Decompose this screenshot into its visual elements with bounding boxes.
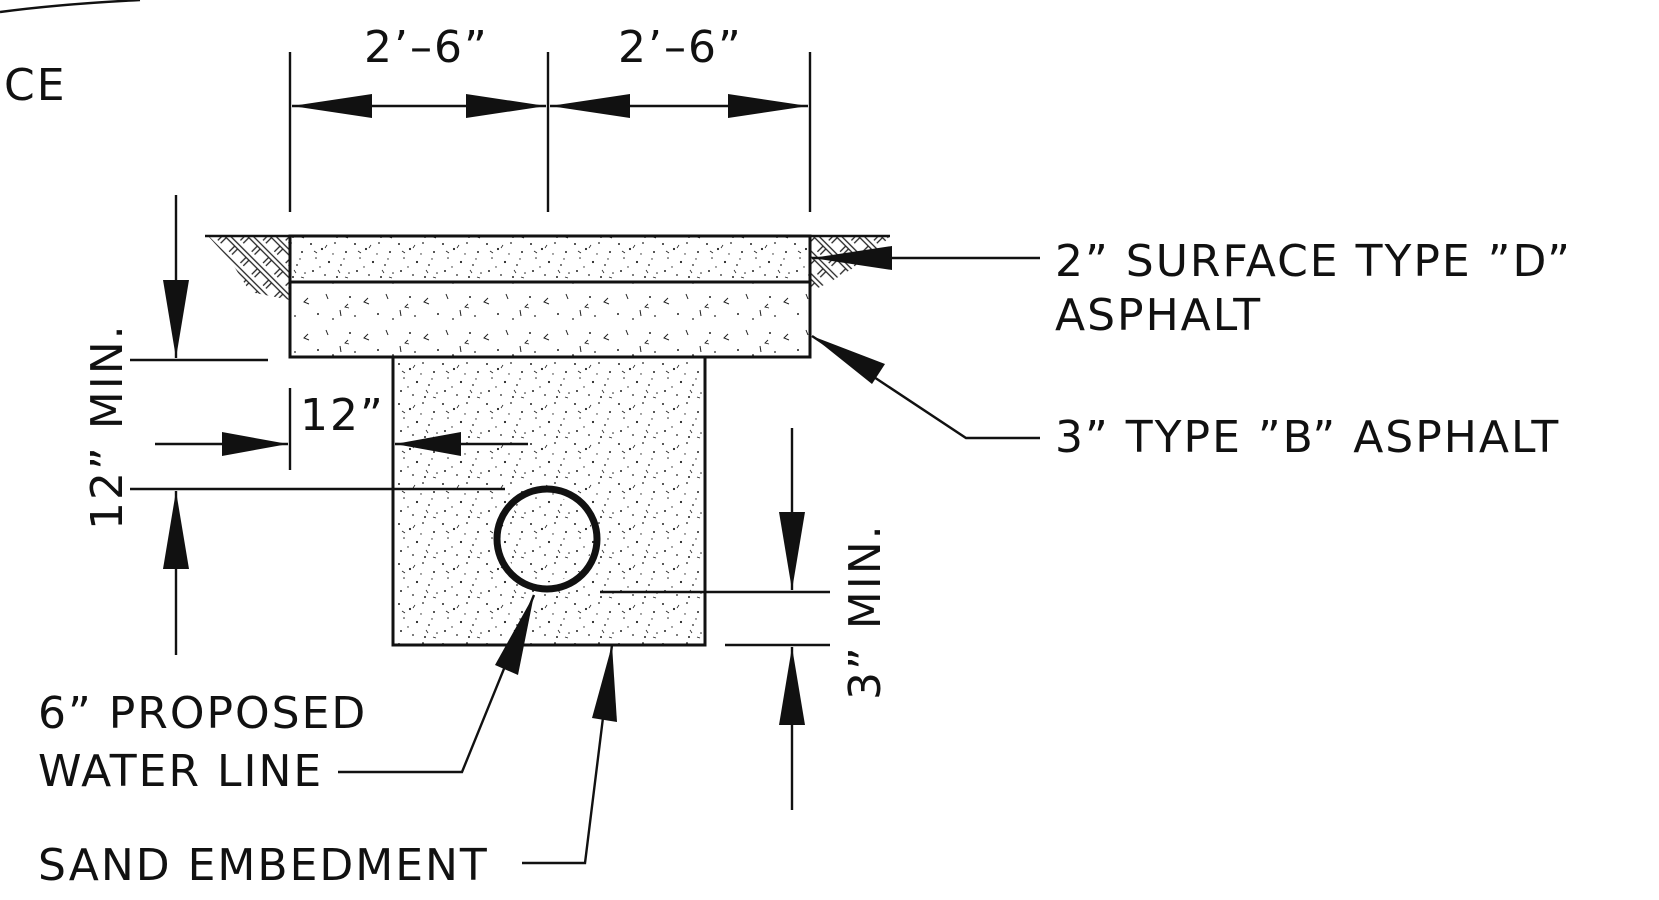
arrow-offset-left [395, 432, 461, 456]
callout-base: 3” TYPE ”B” ASPHALT [1055, 412, 1560, 463]
arrow-cover-up [163, 491, 189, 569]
arrow-top-4 [728, 94, 808, 118]
arrow-pipe [495, 595, 534, 675]
border-fragment [0, 0, 141, 14]
arrow-offset-right [222, 432, 288, 456]
callout-pipe-line1: 6” PROPOSED [38, 688, 367, 739]
type-b-asphalt-layer [288, 280, 812, 359]
dim-label-offset: 12” [300, 390, 385, 441]
callout-surface-line2: ASPHALT [1055, 290, 1262, 341]
arrow-embedment [592, 645, 617, 722]
dim-label-top-left: 2’–6” [364, 22, 489, 73]
soil-hatch-left [208, 236, 290, 300]
dim-label-cover: 12” MIN. [82, 323, 133, 530]
arrow-top-2 [466, 94, 546, 118]
callout-pipe-line2: WATER LINE [38, 746, 323, 797]
arrow-base [812, 336, 885, 384]
arrow-top-1 [292, 94, 372, 118]
water-pipe-inner [502, 494, 592, 584]
water-pipe [493, 485, 601, 593]
partial-label: CE [4, 60, 67, 111]
arrow-bedding-up [779, 647, 805, 725]
arrow-surface [812, 246, 892, 270]
arrow-top-3 [550, 94, 630, 118]
arrow-cover-down [163, 280, 189, 358]
arrow-bedding-down [779, 512, 805, 590]
dim-label-top-right: 2’–6” [618, 22, 743, 73]
callout-surface-line1: 2” SURFACE TYPE ”D” [1055, 236, 1572, 287]
leader-embedment [522, 644, 614, 865]
type-d-surface-layer [288, 234, 812, 284]
callout-embedment: SAND EMBEDMENT [38, 840, 489, 891]
dim-label-bedding: 3” MIN. [840, 523, 891, 700]
